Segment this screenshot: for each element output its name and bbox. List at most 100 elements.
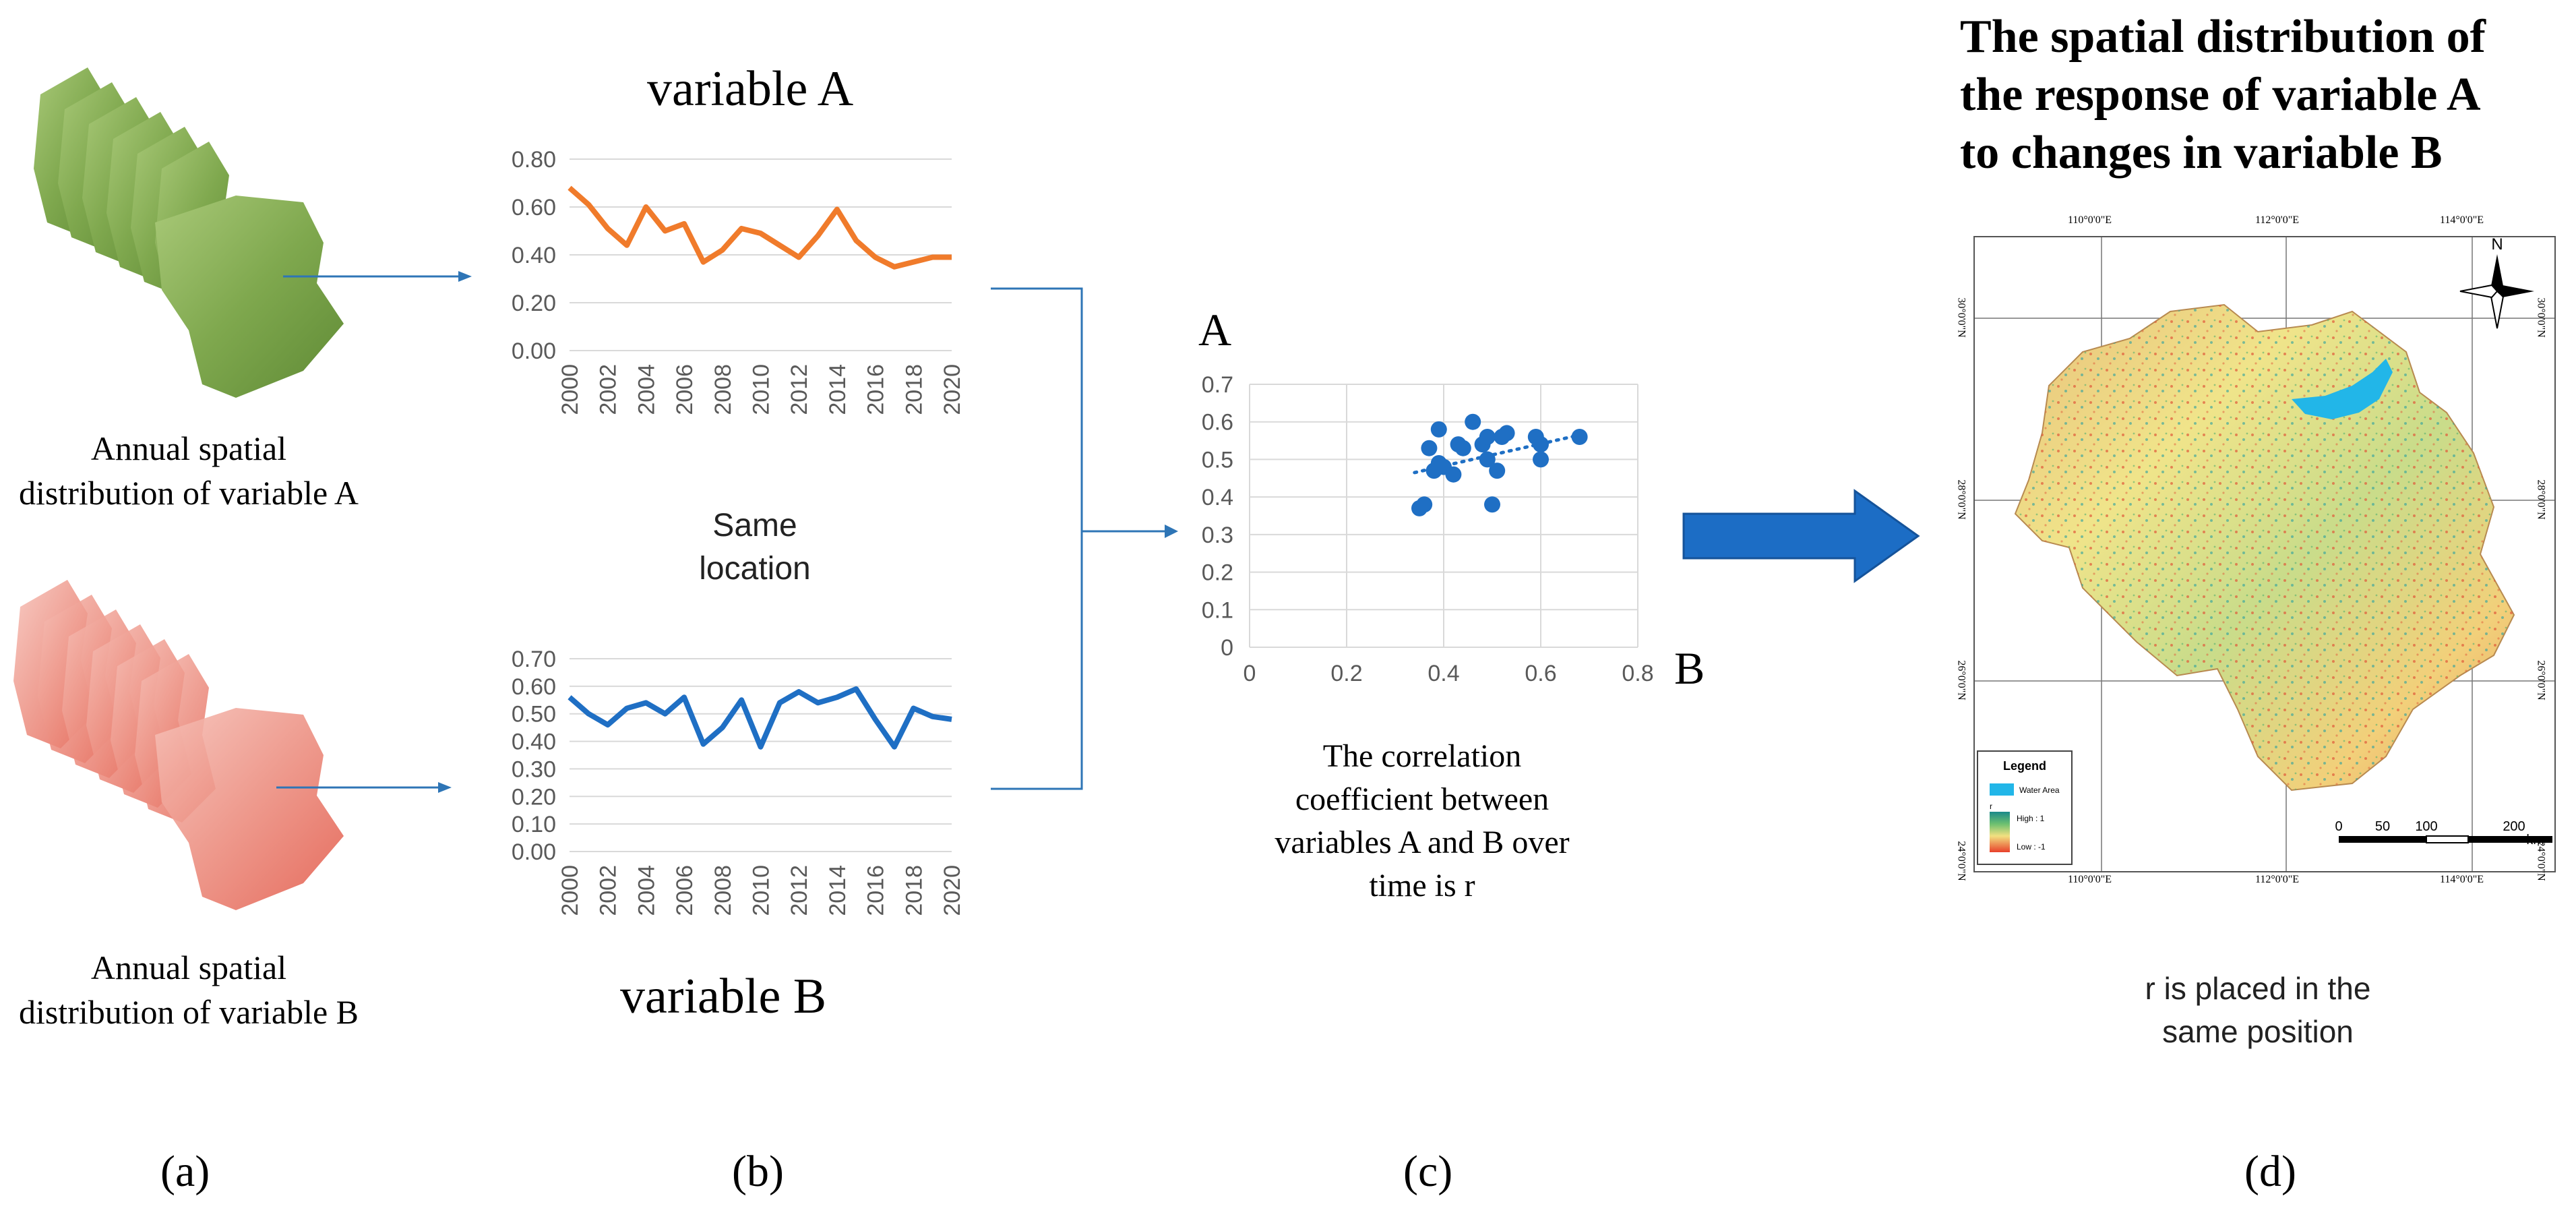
y-tick-label: 0.10 [512, 812, 556, 837]
lon-label-bottom-112: 112°0'0"E [2255, 874, 2299, 885]
caption-line: distribution of variable B [18, 993, 359, 1031]
x-tick-label: 0.8 [1622, 661, 1653, 686]
lon-label-top-114: 114°0'0"E [2440, 214, 2484, 226]
same-location-line: location [699, 551, 811, 587]
caption-line: time is r [1369, 868, 1475, 903]
scatter-axis-letter-b: B [1674, 643, 1705, 694]
scatter-point [1454, 440, 1471, 456]
y-tick-label: 0.7 [1202, 372, 1233, 398]
x-tick-label: 0.2 [1330, 661, 1362, 686]
map-legend: Legend Water Area r High : 1 Low : -1 [1977, 750, 2073, 865]
chart-b-title: variable B [620, 969, 827, 1024]
y-tick-label: 0.30 [512, 756, 556, 782]
correlation-caption: The correlation coefficient between vari… [1227, 735, 1618, 907]
same-location-line: Same [712, 508, 797, 543]
panel-label-d: (d) [2244, 1147, 2296, 1196]
scale-tick-0: 0 [2335, 819, 2342, 834]
x-tick-label: 2000 [557, 865, 583, 916]
scale-tick-200: 200 [2503, 819, 2525, 834]
scatter-point [1430, 421, 1447, 438]
caption-line: distribution of variable A [18, 474, 359, 512]
scatter-point [1416, 496, 1433, 513]
x-tick-label: 2014 [825, 865, 851, 916]
scale-tick-100: 100 [2415, 819, 2437, 834]
lon-label-bottom-114: 114°0'0"E [2440, 874, 2484, 885]
map-scale-bar: 0 50 100 200 km [2335, 819, 2552, 847]
x-tick-label: 2008 [710, 364, 736, 415]
legend-gradient [1990, 812, 2010, 852]
y-tick-label: 0.1 [1202, 597, 1233, 623]
x-tick-label: 2006 [672, 364, 698, 415]
y-tick-label: 0.50 [512, 702, 556, 727]
north-label: N [2491, 237, 2503, 254]
scatter-point [1489, 463, 1506, 479]
province-texture [2015, 305, 2514, 790]
legend-r-label: r [1990, 802, 1992, 811]
x-tick-label: 2016 [863, 364, 889, 415]
lon-label-top-110: 110°0'0"E [2068, 214, 2112, 226]
y-tick-label: 0.3 [1202, 523, 1233, 548]
title-line: the response of variable A [1960, 69, 2481, 121]
legend-low-label: Low : -1 [2017, 842, 2046, 852]
scatter-point [1479, 429, 1496, 445]
y-tick-label: 0.60 [512, 195, 556, 220]
bracket-connector [991, 287, 1178, 790]
variable-a-annual-maps [34, 67, 344, 398]
y-tick-label: 0.40 [512, 729, 556, 755]
scale-unit: km [2526, 833, 2544, 847]
map-caption: r is placed in the same position [2096, 967, 2420, 1053]
title-line: The spatial distribution of [1960, 11, 2486, 63]
scatter-point [1498, 425, 1515, 442]
y-tick-label: 0.40 [512, 243, 556, 268]
scatter-point [1479, 451, 1496, 468]
legend-water-label: Water Area [2019, 785, 2060, 795]
x-tick-label: 2006 [672, 865, 698, 916]
y-tick-label: 0.80 [512, 147, 556, 173]
y-tick-label: 0.4 [1202, 485, 1233, 510]
caption-variable-a-maps: Annual spatial distribution of variable … [0, 426, 377, 515]
caption-line: Annual spatial [90, 429, 287, 467]
y-tick-label: 0.5 [1202, 447, 1233, 473]
scale-tick-50: 50 [2375, 819, 2390, 834]
lat-label-right-26: 26°0'0"N [2535, 660, 2547, 701]
scatter-point [1571, 429, 1588, 445]
y-tick-label: 0.6 [1202, 410, 1233, 436]
trendline [1413, 433, 1582, 475]
scatter-point [1484, 496, 1500, 513]
caption-line: r is placed in the [2145, 971, 2371, 1006]
chart-a-title: variable A [647, 61, 854, 117]
x-tick-label: 2010 [749, 364, 774, 415]
lat-label-30: 30°0'0"N [1955, 297, 1967, 338]
x-tick-label: 2016 [863, 865, 889, 916]
y-tick-label: 0 [1221, 635, 1233, 661]
scatter-point [1533, 451, 1549, 468]
caption-variable-b-maps: Annual spatial distribution of variable … [0, 945, 377, 1034]
scatter-point [1533, 436, 1549, 453]
panel-label-c: (c) [1403, 1147, 1453, 1196]
panel-label-b: (b) [732, 1147, 784, 1196]
y-tick-label: 0.2 [1202, 560, 1233, 586]
lat-label-right-24: 24°0'0"N [2535, 841, 2547, 881]
x-tick-label: 0 [1244, 661, 1256, 686]
lat-label-24: 24°0'0"N [1955, 841, 1967, 881]
variable-b-annual-maps [13, 580, 344, 910]
x-tick-label: 2018 [901, 364, 927, 415]
x-tick-label: 2008 [710, 865, 736, 916]
x-tick-label: 2002 [596, 865, 621, 916]
caption-line: Annual spatial [90, 949, 287, 986]
x-tick-label: 2014 [825, 364, 851, 415]
x-tick-label: 2010 [749, 865, 774, 916]
scatter-point [1421, 440, 1438, 456]
x-tick-label: 2004 [634, 865, 659, 916]
legend-high-label: High : 1 [2017, 814, 2045, 823]
panel-label-a: (a) [160, 1147, 210, 1196]
x-tick-label: 2004 [634, 364, 659, 415]
scatter-point [1445, 466, 1462, 483]
caption-line: same position [2162, 1014, 2354, 1049]
series-line [568, 185, 952, 270]
water-area-lake [2292, 359, 2393, 419]
y-tick-label: 0.00 [512, 338, 556, 364]
